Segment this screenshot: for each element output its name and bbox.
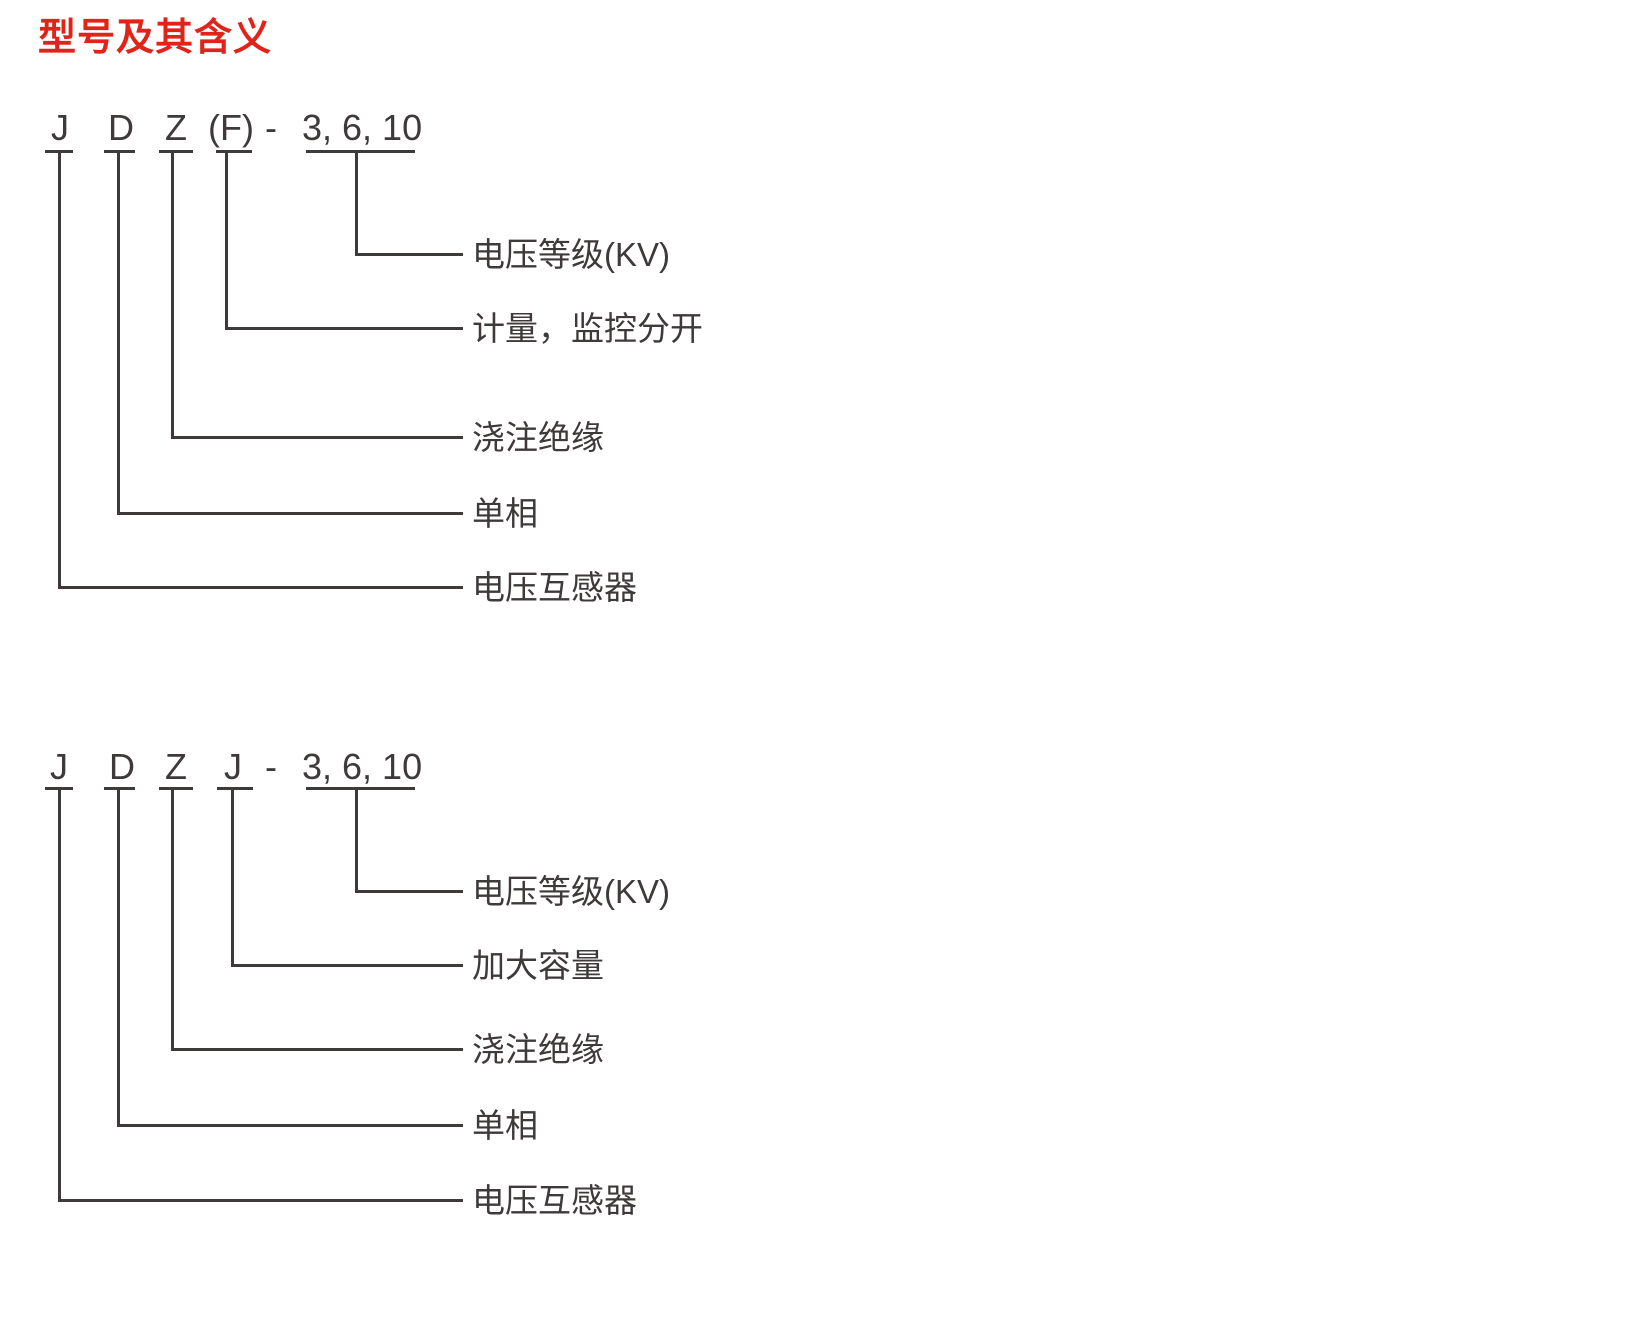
leader-vline (231, 789, 234, 967)
code-char: 3, 6, 10 (302, 746, 423, 787)
leader-hline (171, 436, 463, 439)
leader-vline (171, 152, 174, 439)
leader-hline (225, 327, 463, 330)
meaning-label: 浇注绝缘 (472, 419, 604, 456)
leader-hline (117, 512, 463, 515)
meaning-label: 电压互感器 (472, 1182, 637, 1219)
code-underline (216, 150, 252, 153)
code-underline (104, 787, 135, 790)
meaning-label: 浇注绝缘 (472, 1031, 604, 1068)
code-char: D (108, 107, 134, 148)
page-title: 型号及其含义 (38, 17, 273, 59)
code-char: - (265, 746, 277, 787)
code-char: J (224, 746, 242, 787)
leader-vline (117, 152, 120, 515)
meaning-label: 单相 (472, 495, 538, 532)
meaning-label: 加大容量 (472, 947, 604, 984)
code-underline (159, 150, 193, 153)
leader-hline (355, 253, 463, 256)
leader-hline (171, 1048, 463, 1051)
code-underline (306, 787, 415, 790)
leader-vline (225, 152, 228, 330)
code-underline (217, 787, 253, 790)
leader-vline (355, 152, 358, 256)
meaning-label: 电压等级(KV) (472, 873, 670, 910)
leader-hline (58, 1199, 463, 1202)
leader-vline (355, 789, 358, 893)
meaning-label: 单相 (472, 1107, 538, 1144)
leader-vline (58, 789, 61, 1202)
leader-hline (231, 964, 463, 967)
code-char: (F) (208, 107, 254, 148)
code-underline (45, 150, 73, 153)
code-char: D (109, 746, 135, 787)
code-char: J (50, 746, 68, 787)
meaning-label: 计量，监控分开 (472, 310, 703, 347)
meaning-label: 电压互感器 (472, 569, 637, 606)
leader-hline (117, 1124, 463, 1127)
code-char: 3, 6, 10 (302, 107, 423, 148)
leader-vline (171, 789, 174, 1051)
code-char: - (265, 107, 277, 148)
code-underline (104, 150, 135, 153)
code-underline (159, 787, 193, 790)
code-underline (306, 150, 415, 153)
code-underline (45, 787, 73, 790)
code-char: Z (165, 746, 187, 787)
leader-hline (58, 586, 463, 589)
code-char: Z (165, 107, 187, 148)
meaning-label: 电压等级(KV) (472, 236, 670, 273)
leader-vline (117, 789, 120, 1127)
leader-vline (58, 152, 61, 589)
leader-hline (355, 890, 463, 893)
code-char: J (51, 107, 69, 148)
